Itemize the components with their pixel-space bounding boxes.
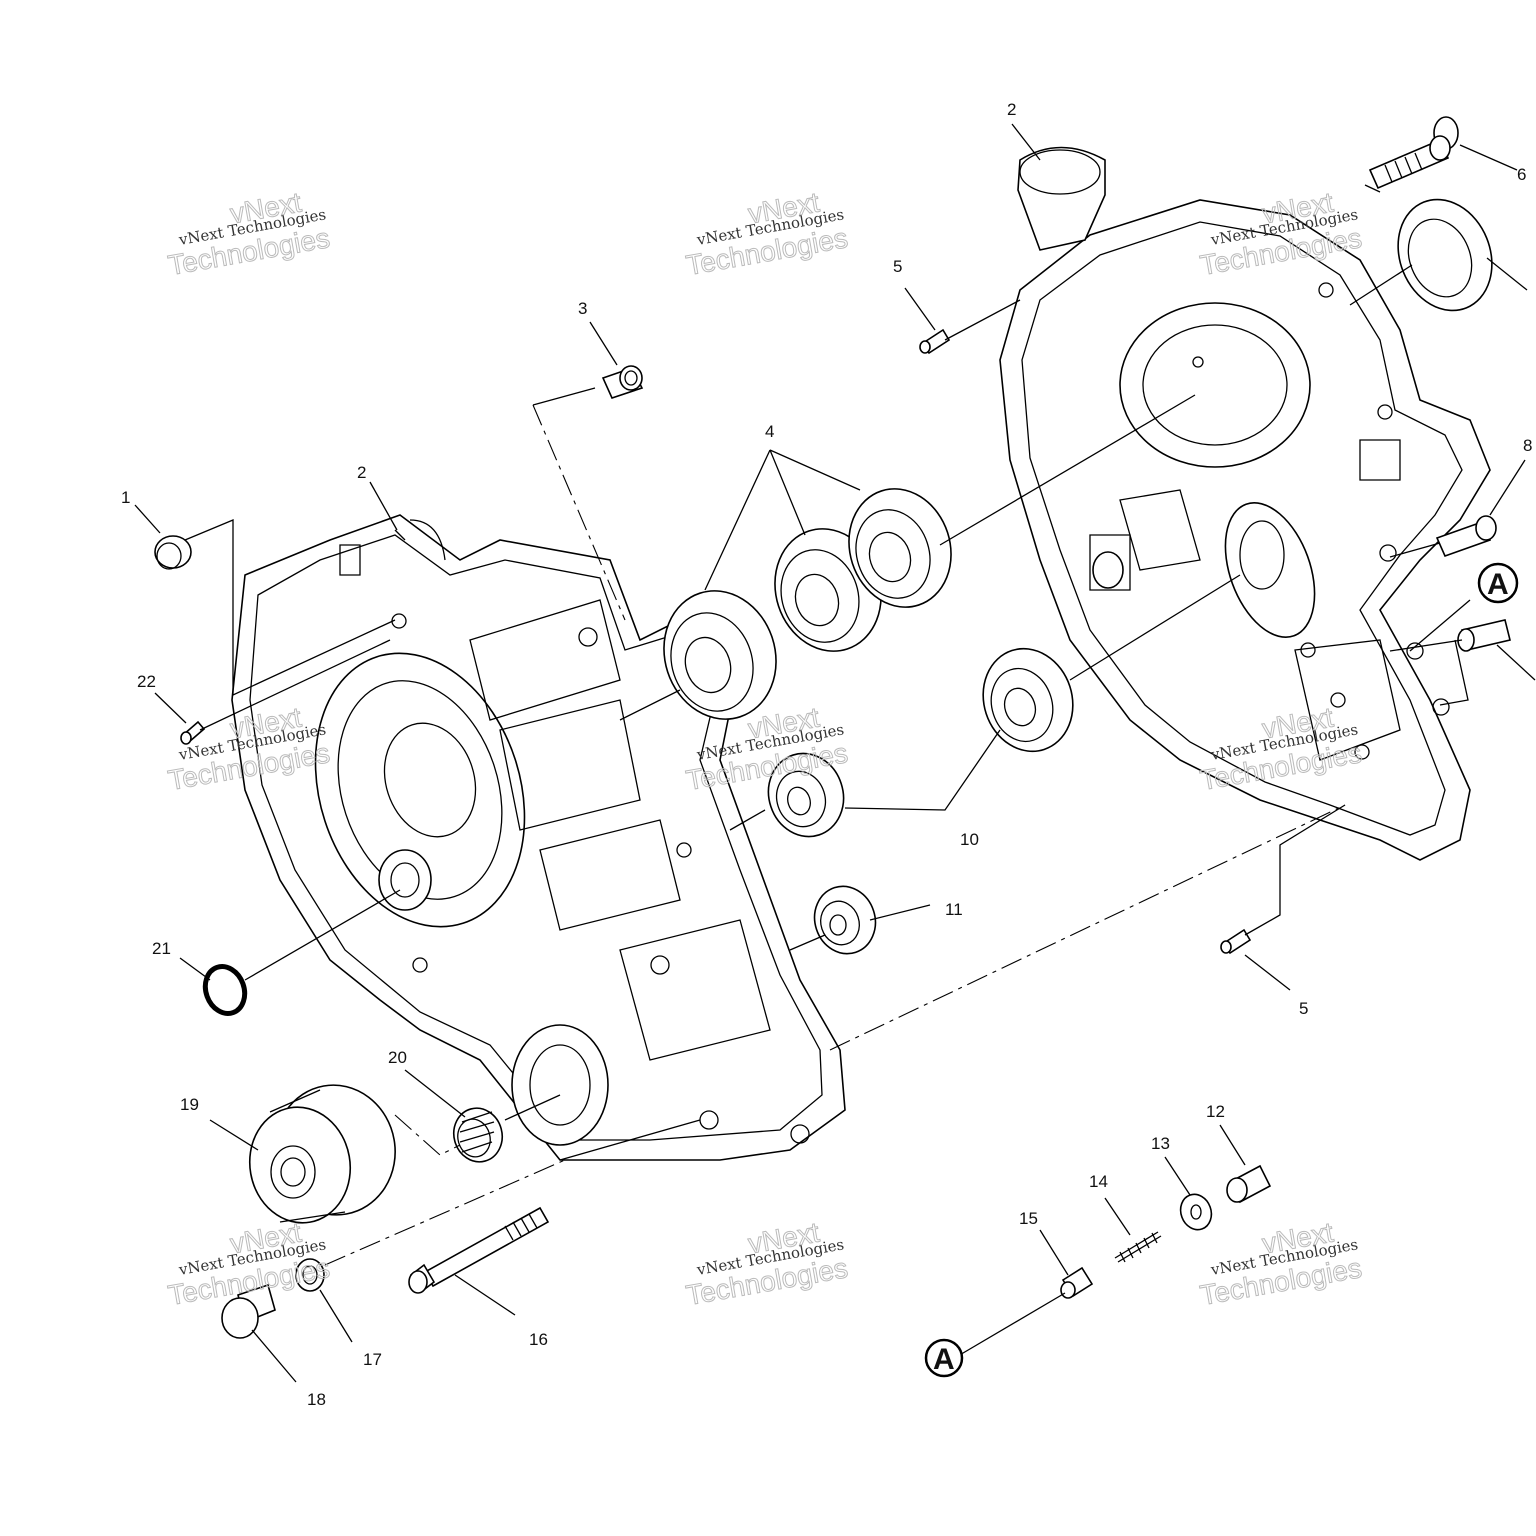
part-5-dowel-upper (919, 328, 951, 355)
callout-14: 14 (1089, 1172, 1108, 1191)
callout-11: 11 (945, 900, 963, 919)
reference-marker-lower: A (924, 1338, 964, 1378)
part-4-bearing-c (848, 488, 952, 608)
callout-12: 12 (1206, 1102, 1225, 1121)
callout-4: 4 (765, 422, 774, 441)
callout-6: 6 (1517, 165, 1526, 184)
callout-8: 8 (1523, 436, 1532, 455)
callout-16: 16 (529, 1330, 548, 1349)
right-crankcase-half (999, 146, 1491, 861)
callout-labels: 1 2 2 3 4 5 5 6 8 10 11 12 13 14 15 16 1… (121, 100, 1532, 1409)
callout-1: 1 (121, 488, 130, 507)
part-4-bearing-a (663, 590, 777, 720)
watermark-9: vNext vNext Technologies Technologies (1197, 1216, 1364, 1312)
part-13-washer (1179, 1193, 1213, 1231)
watermark-7: vNext vNext Technologies Technologies (165, 1216, 332, 1312)
callout-13: 13 (1151, 1134, 1170, 1153)
part-18-drain-plug (221, 1283, 276, 1339)
reference-marker-label-lower: A (933, 1343, 955, 1376)
part-21-o-ring (202, 964, 248, 1016)
part-15-plunger (1060, 1266, 1094, 1299)
part-10-bearing-lower (767, 752, 845, 838)
part-22-dowel-pin (180, 720, 206, 745)
part-16-bolt (408, 1206, 550, 1294)
callout-2-right: 2 (1007, 100, 1016, 119)
part-3-bushing (601, 365, 644, 399)
part-12-bolt (1226, 1164, 1272, 1204)
callout-21: 21 (152, 939, 171, 958)
part-8-sleeve (1435, 515, 1497, 558)
part-19-cover (248, 1084, 396, 1224)
callout-2-left: 2 (357, 463, 366, 482)
callout-5-upper: 5 (893, 257, 902, 276)
watermark-2: vNext vNext Technologies Technologies (683, 186, 850, 282)
callout-pointer-lines (134, 123, 1536, 1383)
part-7-oil-seal (1397, 198, 1493, 312)
callout-10: 10 (960, 830, 979, 849)
callout-19: 19 (180, 1095, 199, 1114)
part-20-seal (452, 1107, 504, 1163)
part-6-bolt (1368, 116, 1459, 190)
reference-marker-upper: A (1477, 562, 1519, 604)
callout-18: 18 (307, 1390, 326, 1409)
callout-17: 17 (363, 1350, 382, 1369)
part-17-washer (295, 1258, 325, 1292)
part-1-bushing (154, 535, 192, 570)
leader-lines (184, 184, 1471, 1357)
part-5-dowel-lower (1220, 928, 1252, 955)
watermark-1: vNext vNext Technologies Technologies (165, 186, 332, 282)
callout-20: 20 (388, 1048, 407, 1067)
callout-5-lower: 5 (1299, 999, 1308, 1018)
reference-marker-label-upper: A (1487, 568, 1509, 601)
part-14-spring (1114, 1231, 1162, 1263)
part-10-bearing-upper (982, 647, 1074, 753)
part-9-fitting (1457, 619, 1511, 652)
callout-22: 22 (137, 672, 156, 691)
watermark-8: vNext vNext Technologies Technologies (683, 1216, 850, 1312)
callout-15: 15 (1019, 1209, 1038, 1228)
callout-3: 3 (578, 299, 587, 318)
part-11-bearing (813, 885, 877, 955)
